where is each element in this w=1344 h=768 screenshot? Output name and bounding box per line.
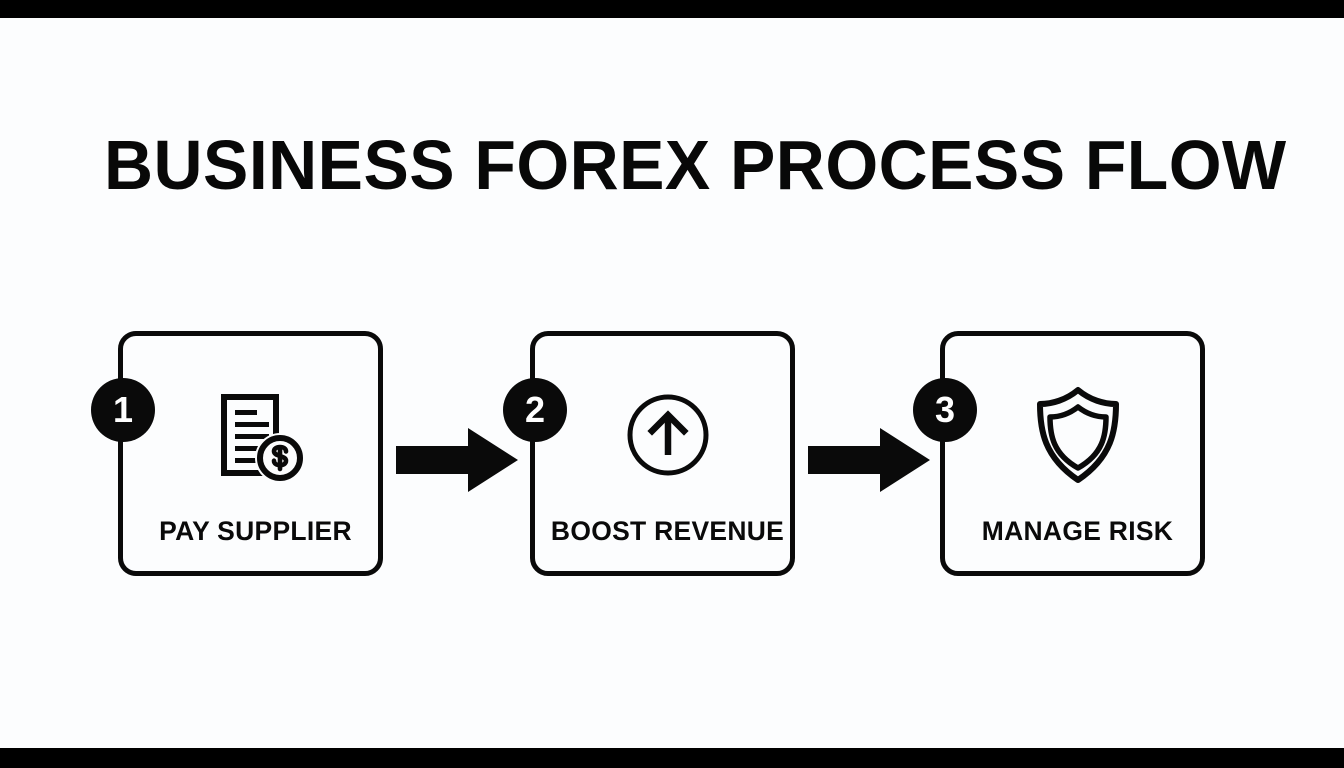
arrow-up-circle-icon — [535, 380, 800, 490]
step-number-badge-1: 1 — [91, 378, 155, 442]
arrow-right-icon-2 — [808, 428, 930, 492]
shield-icon — [945, 380, 1210, 490]
process-step-card-3[interactable]: 3 MANAGE RISK — [913, 331, 1205, 576]
process-step-label-2: BOOST REVENUE — [550, 516, 785, 546]
letterbox-bottom — [0, 748, 1344, 768]
step-number-badge-3: 3 — [913, 378, 977, 442]
process-step-card-1[interactable]: 1 — [91, 331, 383, 576]
step-number-badge-2: 2 — [503, 378, 567, 442]
slide-canvas: BUSINESS FOREX PROCESS FLOW 1 — [0, 18, 1344, 748]
letterbox-top — [0, 0, 1344, 18]
process-step-label-3: MANAGE RISK — [981, 516, 1174, 546]
page-title: BUSINESS FOREX PROCESS FLOW — [104, 126, 1287, 204]
process-step-card-2[interactable]: 2 BOOST REVENUE — [503, 331, 795, 576]
invoice-dollar-icon — [123, 380, 388, 490]
process-flow: 1 — [0, 18, 1344, 748]
process-step-label-1: PAY SUPPLIER — [159, 516, 352, 546]
arrow-right-icon-1 — [396, 428, 518, 492]
